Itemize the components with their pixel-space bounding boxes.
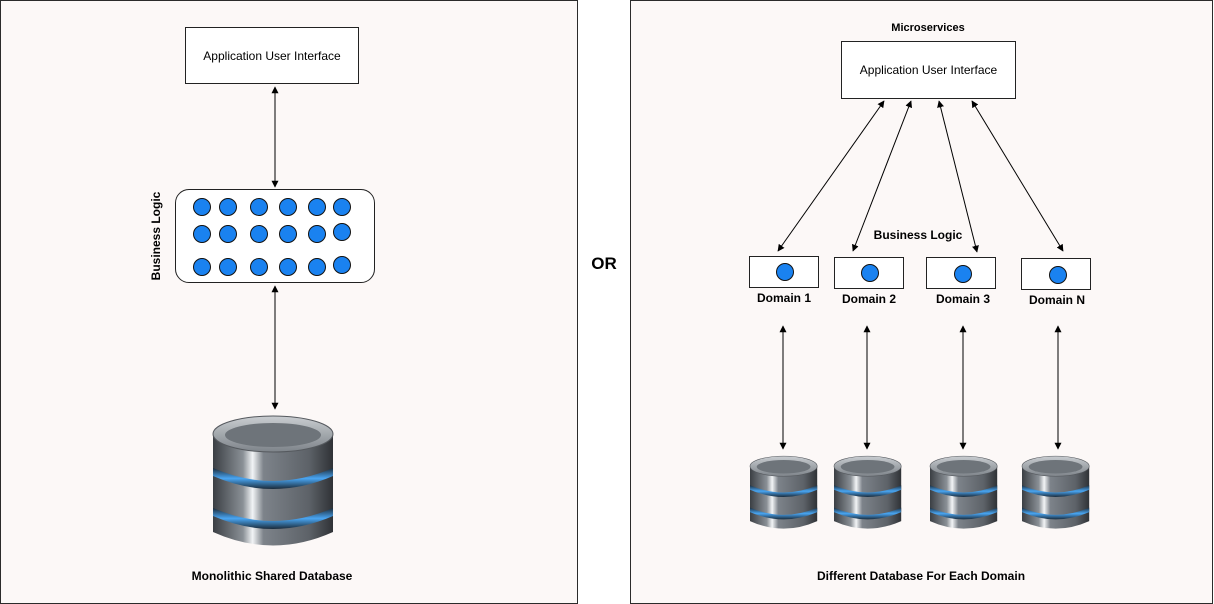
database-icon	[1021, 455, 1090, 529]
service-dot	[250, 258, 268, 276]
service-dot	[954, 265, 972, 283]
domain-n-box	[1021, 258, 1091, 290]
service-dot	[308, 198, 326, 216]
service-dot	[333, 223, 351, 241]
service-dot	[250, 225, 268, 243]
domain-3-label: Domain 3	[935, 292, 991, 306]
monolith-db-label: Monolithic Shared Database	[191, 569, 353, 583]
database-icon	[749, 455, 818, 529]
service-dot	[333, 198, 351, 216]
database-icon	[929, 455, 998, 529]
domain-3-box	[926, 257, 996, 289]
service-dot	[333, 256, 351, 274]
service-dot	[861, 264, 879, 282]
service-dot	[776, 263, 794, 281]
service-dot	[219, 198, 237, 216]
domain-2-label: Domain 2	[841, 292, 897, 306]
right-ui-label: Application User Interface	[859, 63, 998, 77]
service-dot	[219, 258, 237, 276]
database-icon	[833, 455, 902, 529]
ui-domain2-arrow	[852, 100, 912, 252]
domain-2-box	[834, 257, 904, 289]
domain-1-label: Domain 1	[756, 291, 812, 305]
service-dot	[193, 258, 211, 276]
domain-1-box	[749, 256, 819, 288]
service-dot	[219, 225, 237, 243]
database-icon	[212, 415, 334, 546]
service-dot	[279, 225, 297, 243]
business-logic-box	[175, 189, 375, 283]
service-dot	[308, 258, 326, 276]
service-dot	[308, 225, 326, 243]
business-logic-label-right: Business Logic	[873, 228, 963, 242]
service-dot	[279, 198, 297, 216]
right-ui-box: Application User Interface	[841, 41, 1016, 99]
microservices-title: Microservices	[891, 22, 965, 34]
left-ui-label: Application User Interface	[203, 48, 341, 63]
or-separator: OR	[591, 254, 617, 273]
left-ui-box: Application User Interface	[185, 27, 359, 84]
service-dot	[193, 198, 211, 216]
service-dot	[250, 198, 268, 216]
domain-n-label: Domain N	[1028, 293, 1086, 307]
ui-domain1-arrow	[777, 100, 885, 252]
service-dot	[1049, 266, 1067, 284]
service-dot	[279, 258, 297, 276]
ui-domain3-arrow	[937, 100, 979, 253]
service-dot	[193, 225, 211, 243]
per-domain-db-label: Different Database For Each Domain	[816, 569, 1026, 583]
ui-domainN-arrow	[971, 100, 1064, 252]
